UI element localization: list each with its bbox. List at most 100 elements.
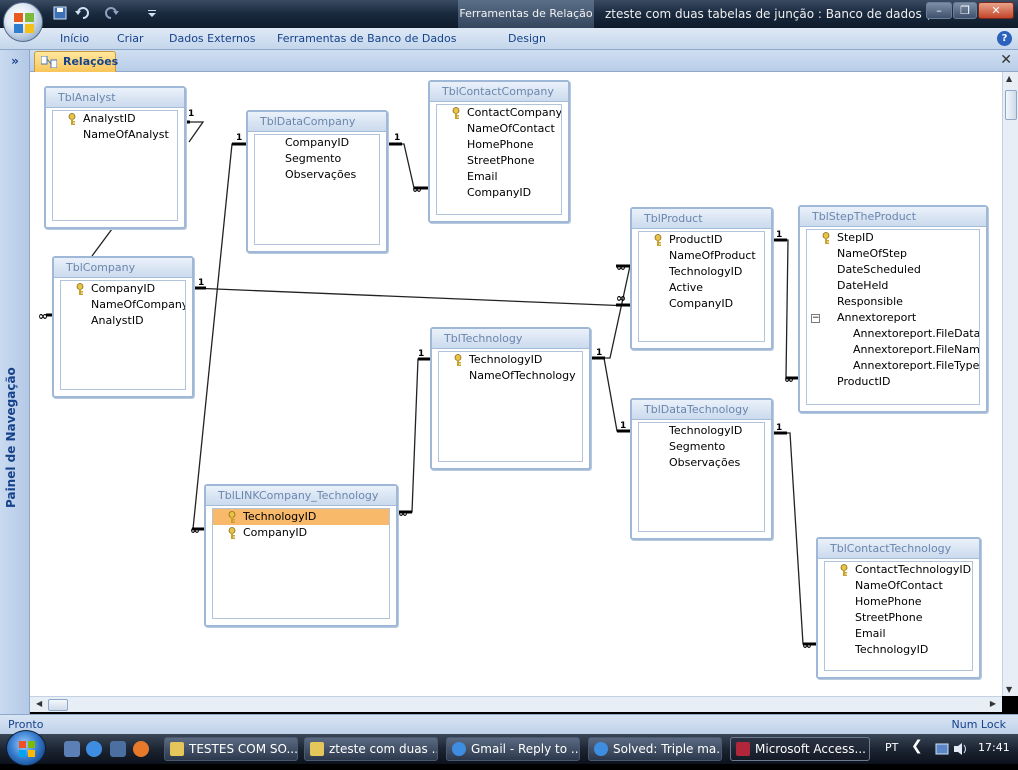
table-field[interactable]: NameOfTechnology [439, 368, 582, 384]
table-field[interactable]: HomePhone [825, 594, 972, 610]
table-title[interactable]: TblContactTechnology [818, 539, 979, 559]
table-field[interactable]: CompanyID [639, 296, 764, 312]
table-field[interactable]: StepID [807, 230, 979, 246]
collapse-icon[interactable]: − [811, 313, 820, 323]
task-testes[interactable]: TESTES COM SO... [164, 737, 298, 761]
table-field[interactable]: DateHeld [807, 278, 979, 294]
help-button[interactable]: ? [997, 31, 1012, 46]
start-button[interactable] [6, 730, 46, 766]
table-field[interactable]: Responsible [807, 294, 979, 310]
close-button[interactable]: ✕ [978, 2, 1014, 19]
table-field[interactable]: Active [639, 280, 764, 296]
table-field[interactable]: CompanyID [61, 281, 185, 297]
table-field[interactable]: Annextoreport.FileType [807, 358, 979, 374]
system-tray-icons[interactable] [934, 742, 970, 756]
redo-icon[interactable] [104, 5, 120, 21]
table-title[interactable]: TblCompany [54, 258, 192, 278]
scroll-up-icon[interactable]: ▲ [1006, 74, 1013, 83]
table-title[interactable]: TblProduct [632, 209, 771, 229]
table-field[interactable]: NameOfCompany [61, 297, 185, 313]
task-zteste[interactable]: zteste com duas ... [304, 737, 438, 761]
close-document-button[interactable]: ✕ [1000, 52, 1012, 68]
table-title[interactable]: TblDataCompany [248, 112, 386, 132]
table-field[interactable]: TechnologyID [439, 352, 582, 368]
table-field[interactable]: TechnologyID [639, 423, 764, 439]
table-field[interactable]: NameOfContact [825, 578, 972, 594]
office-button[interactable] [3, 2, 43, 42]
tab-criar[interactable]: Criar [117, 32, 144, 45]
nav-pane-toggle[interactable]: » [11, 54, 19, 68]
undo-icon[interactable] [74, 5, 90, 21]
table-field[interactable]: ProductID [639, 232, 764, 248]
table-field[interactable]: AnalystID [61, 313, 185, 329]
table-field[interactable]: CompanyID [213, 525, 389, 541]
maximize-button[interactable]: ❐ [953, 2, 977, 19]
table-field[interactable]: NameOfStep [807, 246, 979, 262]
table-title[interactable]: TblLINKCompany_Technology [206, 486, 396, 506]
scroll-thumb[interactable] [48, 699, 68, 711]
table-field[interactable]: DateScheduled [807, 262, 979, 278]
task-solved[interactable]: Solved: Triple ma... [588, 737, 722, 761]
switch-windows-icon[interactable] [110, 741, 126, 757]
table-field[interactable]: Annextoreport.FileName [807, 342, 979, 358]
table-field[interactable]: ContactTechnologyID [825, 562, 972, 578]
table-field[interactable]: Segmento [255, 151, 379, 167]
table-field[interactable]: CompanyID [255, 135, 379, 151]
table-field[interactable]: Email [825, 626, 972, 642]
tab-relacoes[interactable]: Relações [34, 51, 118, 72]
vertical-scrollbar[interactable]: ▲ ▼ [1002, 72, 1018, 696]
table-field[interactable]: TechnologyID [825, 642, 972, 658]
relationships-canvas[interactable]: 1 ∞ 1 ∞ 1 ∞ 1 ∞ ∞ 1 1 1 ∞ 1 ∞ 1 ∞ TblAna… [30, 72, 1002, 696]
table-tblcontactcompany[interactable]: TblContactCompany ContactCompanyIDNameOf… [428, 80, 570, 223]
scroll-thumb[interactable] [1005, 90, 1017, 120]
tab-inicio[interactable]: Início [60, 32, 90, 45]
table-field[interactable]: Observações [255, 167, 379, 183]
horizontal-scrollbar[interactable]: ◀ ▶ [30, 696, 1002, 712]
table-field[interactable]: StreetPhone [437, 153, 561, 169]
table-title[interactable]: TblContactCompany [430, 82, 568, 102]
minimize-button[interactable]: – [926, 2, 952, 19]
show-desktop-icon[interactable] [64, 741, 80, 757]
table-field[interactable]: −Annextoreport [807, 310, 979, 326]
language-indicator[interactable]: PT [885, 741, 899, 754]
table-field[interactable]: NameOfContact [437, 121, 561, 137]
table-field[interactable]: ProductID [807, 374, 979, 390]
table-field[interactable]: NameOfProduct [639, 248, 764, 264]
tab-ferramentas-bd[interactable]: Ferramentas de Banco de Dados [277, 32, 457, 45]
task-microsoft-access[interactable]: Microsoft Access... [730, 737, 870, 761]
internet-explorer-icon[interactable] [86, 741, 102, 757]
table-tblcontacttechnology[interactable]: TblContactTechnology ContactTechnologyID… [816, 537, 981, 679]
table-field[interactable]: Observações [639, 455, 764, 471]
table-field[interactable]: StreetPhone [825, 610, 972, 626]
nav-pane-label[interactable]: Painel de Navegação [4, 367, 18, 508]
table-field[interactable]: ContactCompanyID [437, 105, 561, 121]
table-title[interactable]: TblDataTechnology [632, 400, 771, 420]
tab-dados-externos[interactable]: Dados Externos [169, 32, 256, 45]
table-field[interactable]: NameOfAnalyst [53, 127, 177, 143]
table-field[interactable]: Segmento [639, 439, 764, 455]
save-icon[interactable] [52, 5, 68, 21]
table-field[interactable]: Annextoreport.FileData [807, 326, 979, 342]
scroll-right-icon[interactable]: ▶ [989, 699, 996, 708]
table-title[interactable]: TblAnalyst [46, 88, 184, 108]
table-field[interactable]: AnalystID [53, 111, 177, 127]
task-gmail[interactable]: Gmail - Reply to ... [446, 737, 580, 761]
table-title[interactable]: TblTechnology [432, 329, 589, 349]
table-field[interactable]: TechnologyID [639, 264, 764, 280]
table-field[interactable]: TechnologyID [213, 509, 389, 525]
table-field[interactable]: HomePhone [437, 137, 561, 153]
firefox-icon[interactable] [133, 741, 149, 757]
scroll-left-icon[interactable]: ◀ [36, 699, 43, 708]
back-arrow-icon[interactable]: ❮ [911, 738, 923, 754]
table-title[interactable]: TblStepTheProduct [800, 207, 986, 227]
customize-qat-icon[interactable] [146, 5, 162, 21]
scroll-down-icon[interactable]: ▼ [1006, 685, 1013, 694]
